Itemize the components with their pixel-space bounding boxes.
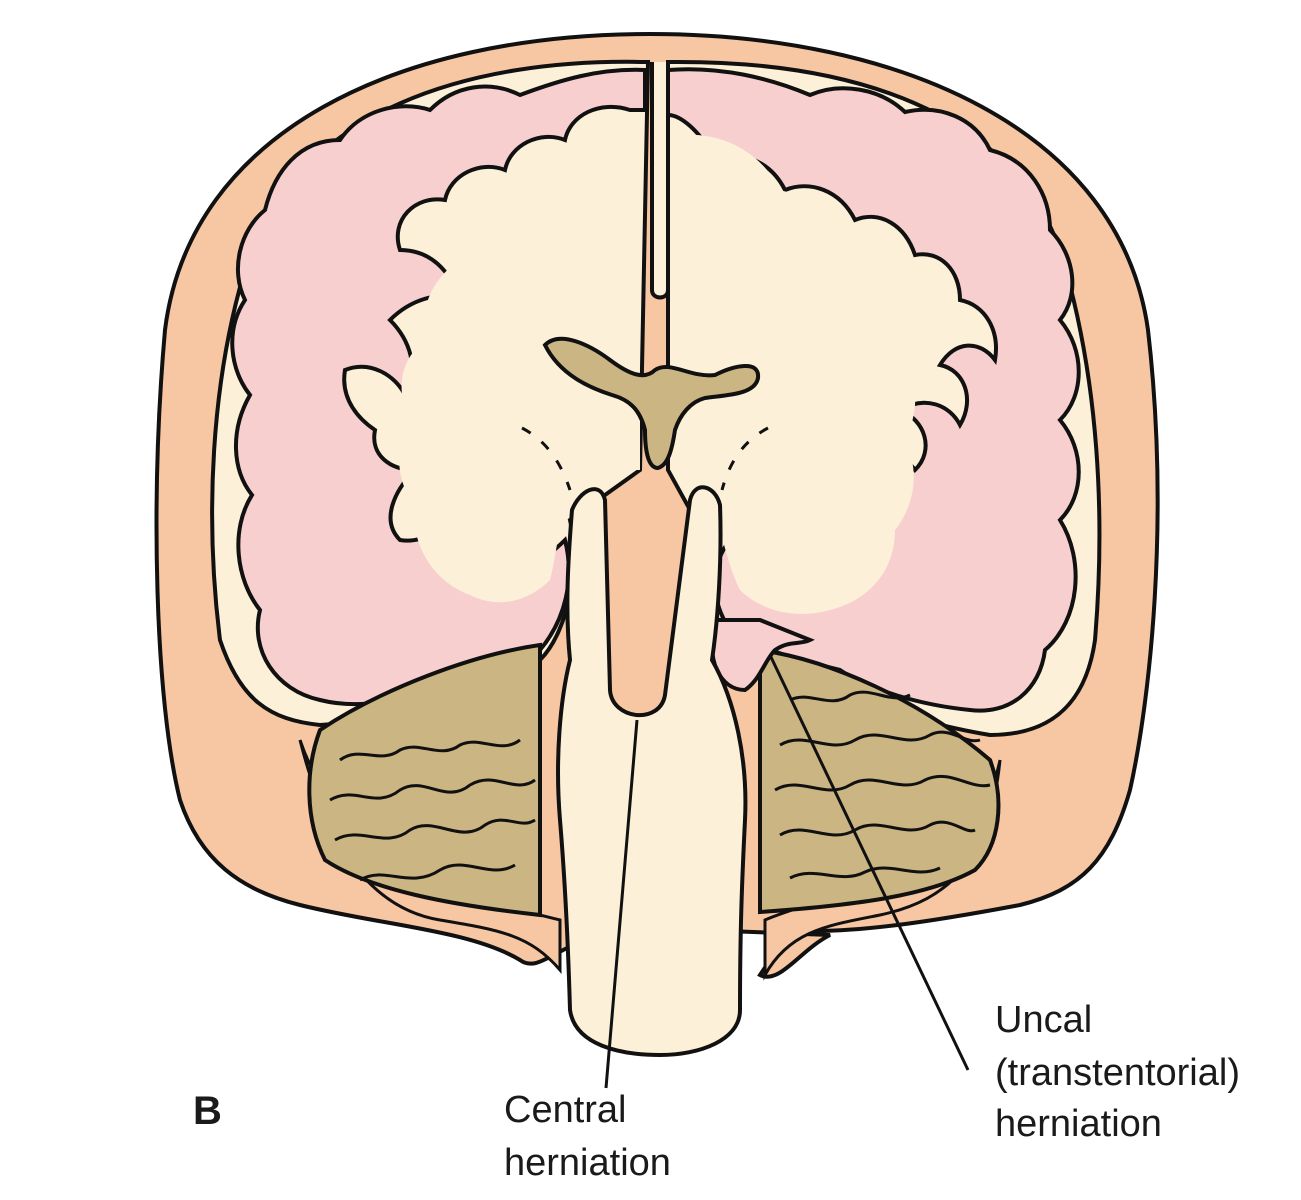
herniation-dashes — [521, 426, 769, 491]
cerebellar-folia — [329, 690, 991, 882]
lateral-ventricles — [542, 336, 761, 471]
central-callout-line — [604, 719, 639, 1089]
white-matter-left — [399, 130, 640, 603]
central-herniation-label-line1: Central — [504, 1089, 627, 1131]
longitudinal-fissure — [650, 62, 670, 300]
uncal-herniation-label-line2: (transtentorial) — [995, 1052, 1240, 1094]
white-matter-right — [680, 134, 916, 614]
cerebellum-left — [307, 642, 542, 918]
central-herniation-label-line2: herniation — [504, 1142, 671, 1184]
panel-label: B — [193, 1089, 222, 1133]
uncal-callout-line — [768, 654, 970, 1071]
uncal-herniation-label-line3: herniation — [995, 1103, 1162, 1145]
brainstem — [556, 485, 748, 1058]
uncal-herniation-label-line1: Uncal — [995, 999, 1092, 1041]
